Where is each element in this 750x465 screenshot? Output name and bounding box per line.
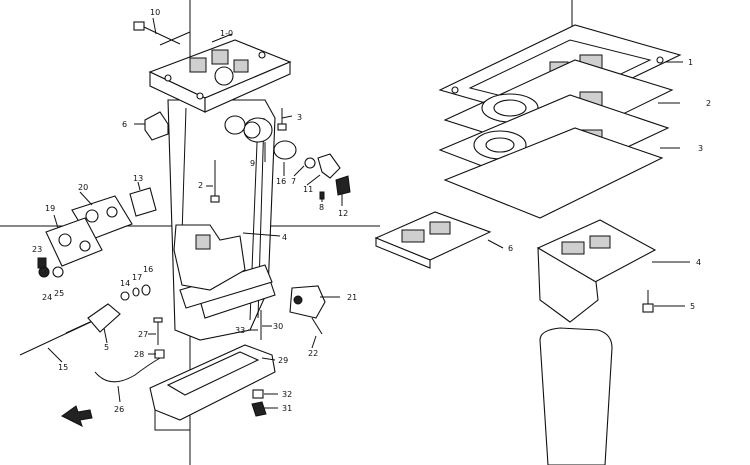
callout-6-right: 6 <box>508 244 513 253</box>
bushing-8 <box>243 117 273 143</box>
callout-23: 23 <box>32 245 42 254</box>
callout-5-right: 5 <box>690 302 695 311</box>
callout-2-right: 2 <box>706 99 711 108</box>
bolt-23 <box>37 257 47 269</box>
callout-33: 33 <box>235 326 245 335</box>
callout-7: 7 <box>291 177 296 186</box>
lower-casting-4 <box>173 224 246 291</box>
mount-rubber-6 <box>144 111 169 141</box>
stud-4-box <box>195 234 211 250</box>
callout-5-left: 5 <box>104 343 109 352</box>
callout-4-right: 4 <box>696 258 701 267</box>
nut-32 <box>252 389 264 399</box>
cover-21 <box>289 285 326 335</box>
leader-lines <box>47 17 690 409</box>
callout-12: 12 <box>338 209 348 218</box>
washer-14 <box>120 291 130 301</box>
elbow-11 <box>317 153 341 179</box>
nut-31 <box>251 401 267 417</box>
washer-28 <box>154 349 165 359</box>
callout-8: 8 <box>319 203 324 212</box>
callout-1-right: 1 <box>688 58 693 67</box>
callout-14: 14 <box>120 279 130 288</box>
callout-3: 3 <box>297 113 302 122</box>
ring-9 <box>224 115 246 135</box>
callout-30: 30 <box>273 322 283 331</box>
nut-24 <box>38 266 50 278</box>
callout-22: 22 <box>308 349 318 358</box>
callout-26: 26 <box>114 405 124 414</box>
callout-16-top: 16 <box>276 177 286 186</box>
callout-labels: 10 1-0 6 3 9 2 16 7 11 8 12 13 20 19 4 2… <box>32 8 711 414</box>
bolt-5-right <box>642 290 654 313</box>
top-mount-plate <box>148 39 292 113</box>
bolt-27 <box>153 317 163 345</box>
oil-pan-29 <box>149 344 276 431</box>
callout-9: 9 <box>250 159 255 168</box>
base-plate <box>443 127 664 219</box>
callout-21: 21 <box>347 293 357 302</box>
callout-10: 10 <box>150 8 160 17</box>
callout-29: 29 <box>278 356 288 365</box>
callout-32: 32 <box>282 390 292 399</box>
bolt-2 <box>210 160 220 203</box>
exhaust-4 <box>536 219 657 323</box>
front-arrow-icon <box>61 405 93 427</box>
callout-11: 11 <box>303 185 313 194</box>
callout-25: 25 <box>54 289 64 298</box>
callout-16-mid: 16 <box>143 265 153 274</box>
callout-13: 13 <box>133 174 143 183</box>
seal-ring-16 <box>273 140 297 160</box>
callout-1-0: 1-0 <box>220 29 233 38</box>
callout-27: 27 <box>138 330 148 339</box>
gasket-g <box>374 211 492 269</box>
callout-3-right: 3 <box>698 144 703 153</box>
washer-18 <box>141 284 151 296</box>
callout-17: 17 <box>132 273 142 282</box>
callout-31: 31 <box>282 404 292 413</box>
callout-28: 28 <box>134 350 144 359</box>
drive-rod <box>181 107 187 236</box>
callout-20: 20 <box>78 183 88 192</box>
washer-25 <box>52 266 64 278</box>
washer-17 <box>132 287 140 297</box>
wire-26 <box>94 357 161 383</box>
bolt-3 <box>277 108 287 131</box>
shift-cam-19 <box>45 217 103 267</box>
callout-24: 24 <box>42 293 52 302</box>
callout-15: 15 <box>58 363 68 372</box>
plug-12 <box>335 175 351 196</box>
bushing-5 <box>87 303 121 333</box>
callout-19: 19 <box>45 204 55 213</box>
lug-13 <box>129 187 157 217</box>
washer-7 <box>304 157 316 169</box>
callout-2-left: 2 <box>198 181 203 190</box>
callout-6: 6 <box>122 120 127 129</box>
callout-4-left: 4 <box>282 233 287 242</box>
exhaust-tube <box>539 327 613 465</box>
bolt-10 <box>133 21 181 45</box>
